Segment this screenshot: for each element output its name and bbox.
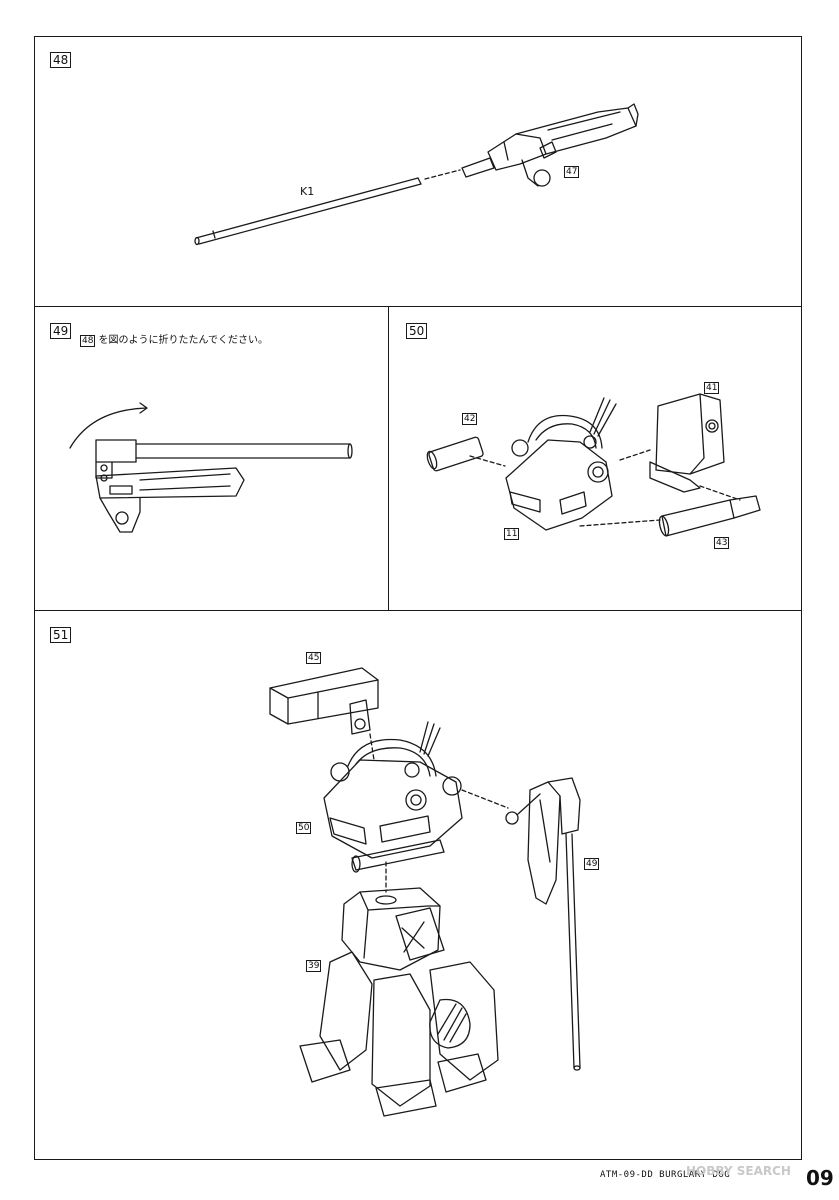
divider-top xyxy=(34,306,802,307)
part-label-k1: K1 xyxy=(300,185,315,198)
instruction-text: を図のように折りたたんでください。 xyxy=(98,335,268,346)
insert-guide-48 xyxy=(424,169,461,180)
hobby-search-watermark: HOBBY SEARCH xyxy=(686,1164,791,1178)
step-51-number: 51 xyxy=(50,627,72,643)
part-label-42: 42 xyxy=(462,413,478,425)
divider-middle xyxy=(34,610,802,611)
page-number: 09 xyxy=(806,1166,834,1190)
head-50-drawing xyxy=(323,721,509,893)
part-label-47: 47 xyxy=(564,166,580,178)
part-label-43: 43 xyxy=(714,537,730,549)
rifle-47-drawing xyxy=(461,103,639,187)
divider-vertical xyxy=(388,306,389,610)
page-frame xyxy=(34,36,802,1160)
part-label-11: 11 xyxy=(504,528,520,540)
step-50-number: 50 xyxy=(406,323,428,339)
part-label-41: 41 xyxy=(704,382,720,394)
footer-model-title: ATM-09-DD BURGLARY DOG xyxy=(600,1170,731,1180)
part-label-45: 45 xyxy=(306,652,322,664)
body-39-drawing xyxy=(299,887,499,1117)
k1-rod-drawing xyxy=(194,177,422,246)
step-49-number: 49 xyxy=(50,323,72,339)
part-label-39: 39 xyxy=(306,960,322,972)
step-48-number: 48 xyxy=(50,52,72,68)
rifle-49-drawing xyxy=(505,777,581,1071)
head-assembly-50 xyxy=(426,393,761,537)
part-label-50: 50 xyxy=(296,822,312,834)
part-label-49: 49 xyxy=(584,858,600,870)
instruction-part-ref: 48 xyxy=(80,335,96,347)
sensor-pod-45-drawing xyxy=(269,667,379,761)
folded-rifle-drawing xyxy=(69,402,353,533)
